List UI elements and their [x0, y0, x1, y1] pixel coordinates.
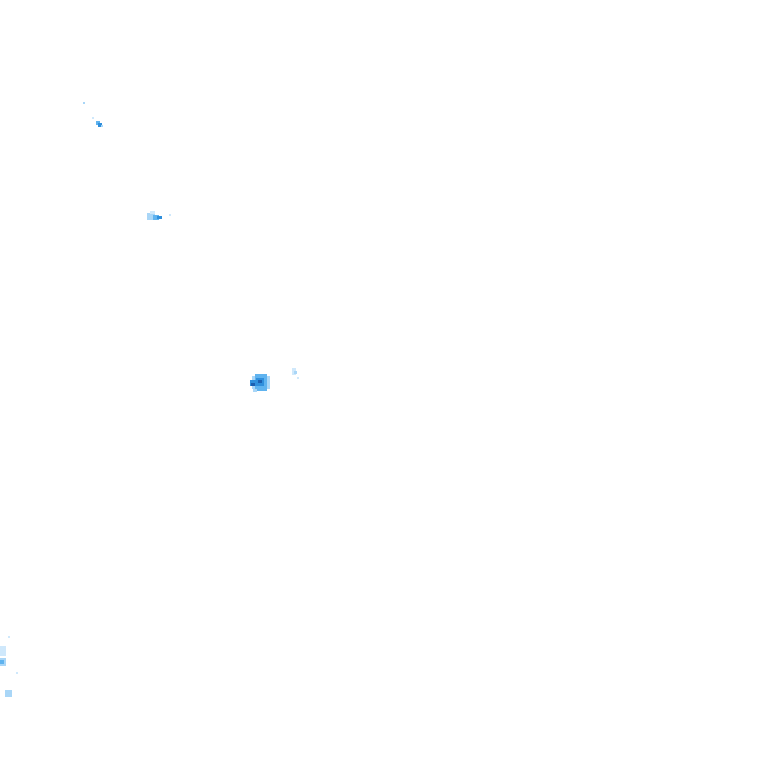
echo-pixel [153, 215, 159, 220]
echo-cell-west-mid [147, 211, 171, 220]
echo-pixel [258, 380, 262, 383]
echo-cell-center-core [250, 374, 270, 392]
echo-pixel [101, 125, 103, 127]
echo-pixel [8, 636, 10, 638]
echo-pixel [5, 690, 12, 697]
echo-pixel [98, 123, 102, 127]
echo-pixel [92, 117, 94, 119]
echo-cell-center-east-fragment [292, 368, 299, 379]
echo-pixel [16, 672, 18, 674]
echo-pixel [253, 389, 257, 392]
echo-cell-sw-edge [0, 636, 18, 697]
echo-pixel [251, 383, 255, 386]
echo-pixel [169, 214, 171, 216]
echo-pixel [0, 660, 4, 664]
echo-pixel [147, 213, 155, 220]
echo-pixel [150, 211, 155, 214]
echo-pixel [83, 102, 85, 104]
echo-pixel [297, 377, 299, 379]
echo-cell-nw-small [83, 102, 103, 127]
echo-pixel [157, 216, 162, 219]
echo-pixel [0, 646, 6, 656]
echo-pixel [294, 371, 297, 374]
